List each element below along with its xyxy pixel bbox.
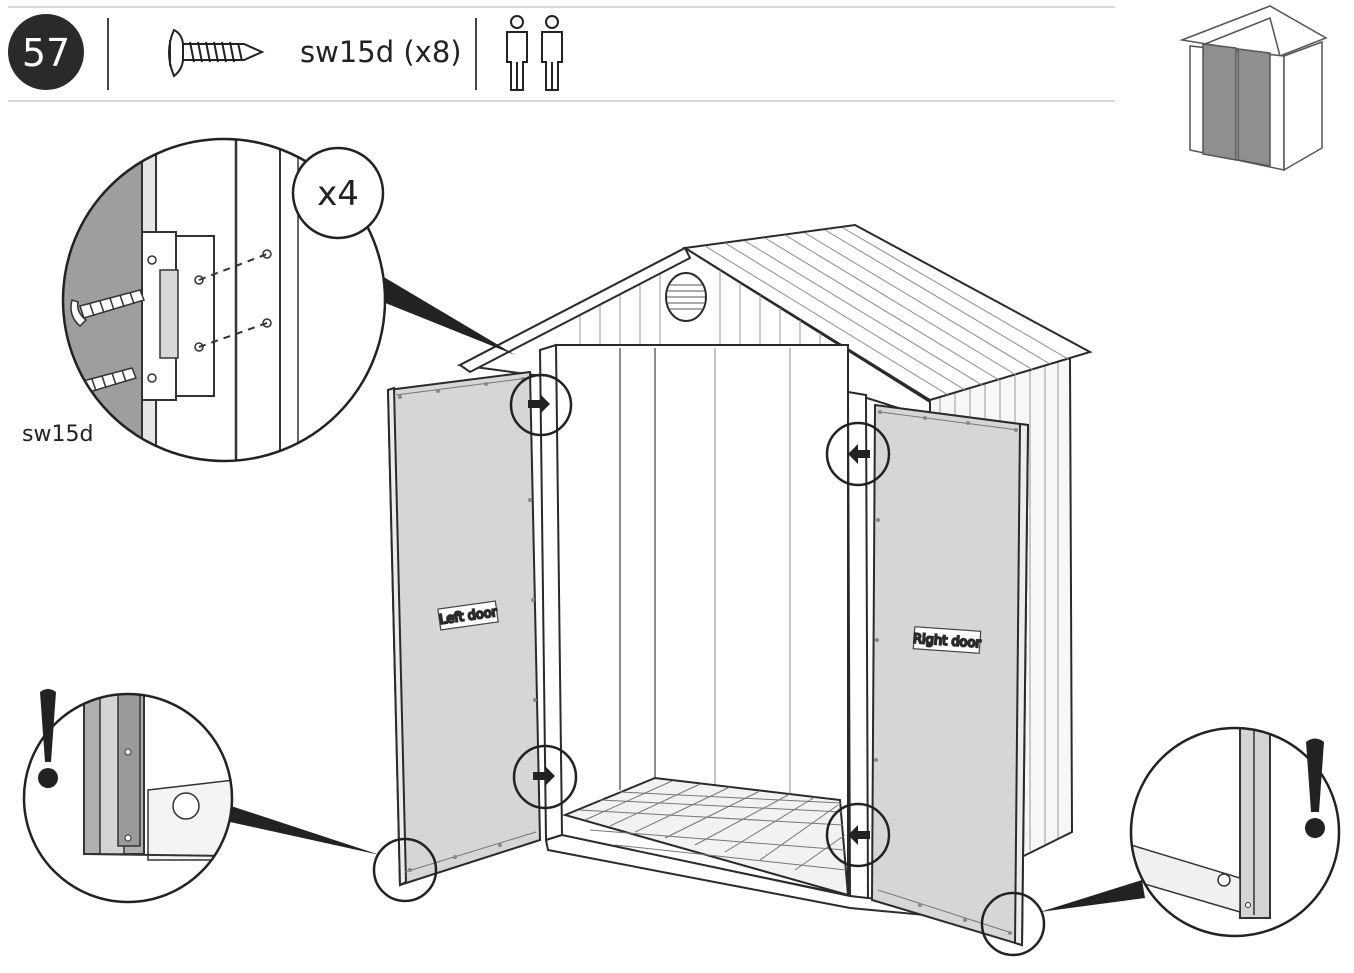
multiplier-badge <box>291 146 385 240</box>
two-person-icon <box>506 15 563 91</box>
right-door-label: Right door <box>913 632 982 652</box>
bottom-right-detail-callout <box>1040 726 1341 938</box>
multiplier-label: x4 <box>317 174 359 214</box>
exclamation-icon <box>38 689 58 788</box>
hinge-marker-left-bottom <box>512 744 578 810</box>
hinge-detail-callout: x4 sw15d <box>22 137 515 463</box>
screw-part-label: sw15d <box>22 422 93 447</box>
hinge-marker-right-bottom <box>825 802 891 868</box>
bottom-left-detail-callout <box>22 689 380 904</box>
step-header: 57 sw15d (x8) <box>8 6 1115 102</box>
corner-marker-right <box>980 891 1046 957</box>
hinge-marker-right-top <box>825 421 891 487</box>
part-code: sw15d (x8) <box>300 35 462 69</box>
hinge-marker-left-top <box>509 373 573 437</box>
left-door: Left door <box>386 370 542 887</box>
right-door: Right door <box>870 403 1030 947</box>
screw-icon <box>168 28 265 78</box>
corner-marker-left <box>372 837 438 903</box>
step-number-badge <box>8 14 84 90</box>
exclamation-icon <box>1305 738 1325 838</box>
shed-overview-icon <box>1179 5 1328 172</box>
hinge-markers <box>372 373 1046 957</box>
step-number: 57 <box>22 31 70 75</box>
